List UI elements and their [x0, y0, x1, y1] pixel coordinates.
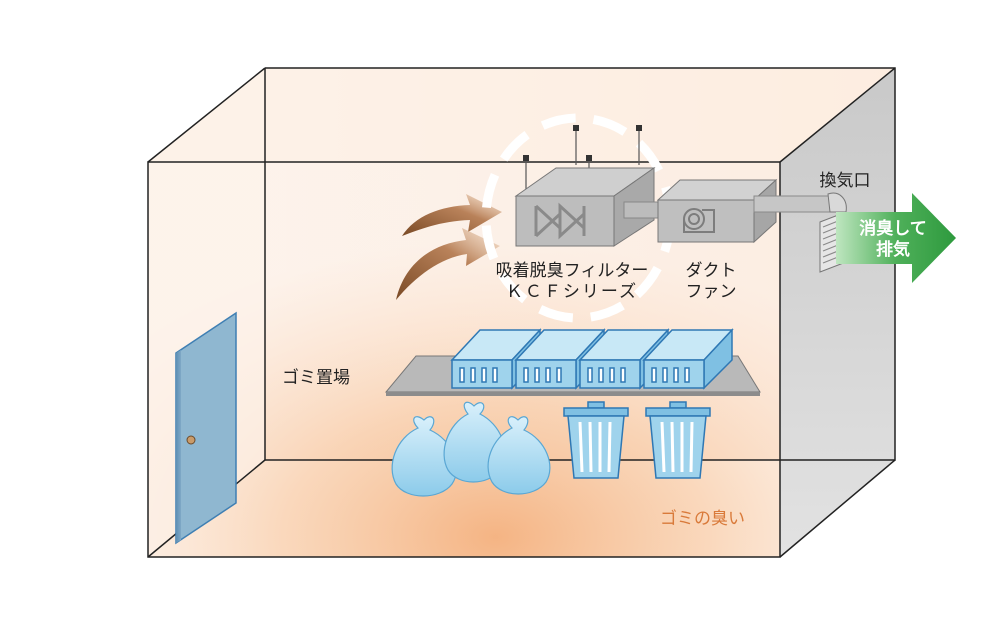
trash-cans — [563, 401, 711, 479]
flow-arrow-lower — [396, 228, 500, 300]
exhaust-duct — [753, 195, 833, 213]
filter-element-icon — [534, 202, 586, 240]
garbage-smell-label: ゴミの臭い — [660, 508, 745, 529]
filter-label-line2: ＫＣＦシリーズ — [506, 282, 638, 302]
duct-connector — [623, 201, 659, 219]
door — [175, 311, 237, 545]
garbage-bag — [487, 416, 551, 495]
smell-flow-arrows — [396, 194, 502, 300]
collection-crates — [450, 328, 734, 390]
exhaust-arrow — [836, 193, 956, 283]
filter-label-line1: 吸着脱臭フィルター — [496, 261, 649, 281]
deodorized-label-line2: 排気 — [876, 239, 910, 260]
exhaust-port-label: 換気口 — [820, 171, 871, 191]
fan-label-line1: ダクト — [686, 261, 737, 281]
door-knob — [186, 435, 196, 445]
garbage-bags — [391, 401, 551, 497]
garbage-area-label: ゴミ置場 — [282, 367, 350, 388]
ceiling — [148, 68, 895, 162]
right-wall — [780, 68, 895, 557]
crate — [514, 328, 606, 390]
flow-arrow-upper — [402, 194, 502, 236]
trash-can — [563, 401, 629, 479]
fan-label-line2: ファン — [686, 282, 737, 302]
deodorizing-filter-unit — [514, 125, 656, 247]
fan-icon — [683, 208, 715, 233]
crate — [642, 328, 734, 390]
trash-can — [645, 401, 711, 479]
deodorized-label-line1: 消臭して — [859, 218, 927, 239]
